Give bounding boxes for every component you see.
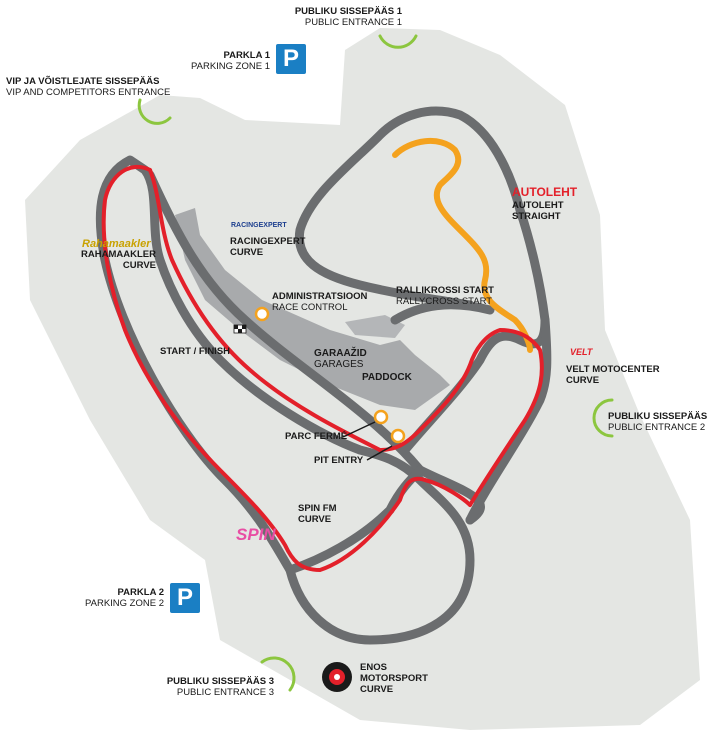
autoleht-logo: AUTOLEHT bbox=[512, 185, 578, 199]
start-finish-flag-icon bbox=[233, 324, 247, 334]
racing-line bbox=[101, 164, 544, 572]
parking-zone-2-title: PARKLA 2 bbox=[117, 587, 164, 598]
garages-subtitle: GARAGES bbox=[314, 359, 364, 370]
racingexpert-curve-label: RACINGEXPERT CURVE bbox=[230, 236, 305, 258]
race-control-marker[interactable] bbox=[254, 306, 270, 322]
public-entrance-1-label: PUBLIKU SISSEPÄÄS 1 PUBLIC ENTRANCE 1 bbox=[290, 6, 402, 28]
parking-zone-2-icon[interactable]: P bbox=[170, 583, 200, 613]
autoleht-straight-name: AUTOLEHT bbox=[512, 200, 564, 211]
vip-entrance-subtitle: VIP AND COMPETITORS ENTRANCE bbox=[6, 87, 171, 98]
parking-zone-2-subtitle: PARKING ZONE 2 bbox=[84, 598, 164, 609]
race-control-subtitle: RACE CONTROL bbox=[272, 302, 348, 313]
paddock-label: PADDOCK bbox=[362, 372, 412, 383]
parking-zone-1-icon[interactable]: P bbox=[276, 44, 306, 74]
rallycross-start-label: RALLIKROSSI START RALLYCROSS START bbox=[396, 285, 494, 307]
parc-ferme-label: PARC FERMÉ bbox=[285, 431, 347, 442]
rallycross-section bbox=[392, 137, 533, 353]
track-asphalt bbox=[95, 106, 552, 645]
public-entrance-3-arc bbox=[260, 656, 296, 692]
parking-zone-2-label: PARKLA 2 PARKING ZONE 2 bbox=[74, 587, 164, 609]
spinfm-logo: SPIN bbox=[236, 525, 276, 544]
public-entrance-2-title: PUBLIKU SISSEPÄÄS 2 bbox=[608, 411, 710, 422]
label-pointers bbox=[342, 421, 393, 461]
parking-zone-1-title: PARKLA 1 bbox=[223, 50, 270, 61]
velt-motocenter-curve-name: VELT MOTOCENTER bbox=[566, 364, 660, 375]
paddock-buildings bbox=[175, 208, 450, 410]
rallycross-start-title: RALLIKROSSI START bbox=[396, 285, 494, 296]
rahamaakler-curve-label: RAHAMAAKLER CURVE bbox=[78, 249, 156, 271]
public-entrance-2-arc bbox=[592, 398, 614, 438]
rahamaakler-curve-suffix: CURVE bbox=[122, 260, 156, 271]
spinfm-curve-suffix: CURVE bbox=[298, 514, 332, 525]
racingexpert-curve-suffix: CURVE bbox=[230, 247, 264, 258]
pit-entry-title: PIT ENTRY bbox=[314, 455, 364, 466]
race-control-title: ADMINISTRATSIOON bbox=[272, 291, 368, 302]
spinfm-curve-name: SPIN FM bbox=[298, 503, 337, 514]
enos-curve-line1: ENOS bbox=[360, 662, 387, 673]
velt-motocenter-curve-suffix: CURVE bbox=[566, 375, 600, 386]
autoleht-straight-label: AUTOLEHT STRAIGHT bbox=[512, 200, 564, 222]
vip-entrance-title: VIP JA VÕISTLEJATE SISSEPÄÄS bbox=[6, 76, 160, 87]
parking-zone-1-subtitle: PARKING ZONE 1 bbox=[190, 61, 270, 72]
pit-lane-building bbox=[345, 315, 405, 338]
enos-curve-line3: CURVE bbox=[360, 684, 394, 695]
enos-curve-line2: MOTORSPORT bbox=[360, 673, 428, 684]
vip-entrance-label: VIP JA VÕISTLEJATE SISSEPÄÄS VIP AND COM… bbox=[6, 76, 171, 98]
pit-entry-marker[interactable] bbox=[390, 428, 406, 444]
public-entrance-1-subtitle: PUBLIC ENTRANCE 1 bbox=[304, 17, 402, 28]
paddock-title: PADDOCK bbox=[362, 372, 412, 383]
public-entrance-1-title: PUBLIKU SISSEPÄÄS 1 bbox=[294, 6, 402, 17]
autoleht-straight-suffix: STRAIGHT bbox=[512, 211, 561, 222]
garages-label: GARAAŽID GARAGES bbox=[314, 348, 367, 370]
pit-entry-label: PIT ENTRY bbox=[314, 455, 363, 466]
public-entrance-2-subtitle: PUBLIC ENTRANCE 2 bbox=[608, 422, 706, 433]
velt-logo: VELT bbox=[570, 347, 593, 357]
race-control-label: ADMINISTRATSIOON RACE CONTROL bbox=[272, 291, 367, 313]
public-entrance-3-label: PUBLIKU SISSEPÄÄS 3 PUBLIC ENTRANCE 3 bbox=[160, 676, 274, 698]
racingexpert-curve-name: RACINGEXPERT bbox=[230, 236, 306, 247]
rallycross-start-subtitle: RALLYCROSS START bbox=[396, 296, 493, 307]
garages-title: GARAAŽID bbox=[314, 348, 367, 359]
spinfm-curve-label: SPIN FM CURVE bbox=[298, 503, 337, 525]
start-finish-label: START / FINISH bbox=[160, 346, 230, 357]
enos-motorsport-curve-label: ENOS MOTORSPORT CURVE bbox=[360, 662, 428, 695]
entrance-markers bbox=[137, 34, 614, 692]
enos-logo-icon bbox=[322, 662, 352, 692]
parc-ferme-marker[interactable] bbox=[373, 409, 389, 425]
parking-zone-1-label: PARKLA 1 PARKING ZONE 1 bbox=[180, 50, 270, 72]
parc-ferme-title: PARC FERMÉ bbox=[285, 431, 348, 442]
rahamaakler-logo: Rahamaakler bbox=[82, 238, 151, 250]
rahamaakler-curve-name: RAHAMAAKLER bbox=[81, 249, 156, 260]
racingexpert-logo: RACINGEXPERT bbox=[231, 222, 287, 229]
public-entrance-3-subtitle: PUBLIC ENTRANCE 3 bbox=[176, 687, 274, 698]
public-entrance-3-title: PUBLIKU SISSEPÄÄS 3 bbox=[166, 676, 274, 687]
start-finish-title: START / FINISH bbox=[160, 346, 231, 357]
public-entrance-2-label: PUBLIKU SISSEPÄÄS 2 PUBLIC ENTRANCE 2 bbox=[608, 411, 710, 433]
vip-entrance-arc bbox=[137, 98, 172, 125]
velt-motocenter-curve-label: VELT MOTOCENTER CURVE bbox=[566, 364, 660, 386]
public-entrance-1-arc bbox=[378, 34, 418, 49]
